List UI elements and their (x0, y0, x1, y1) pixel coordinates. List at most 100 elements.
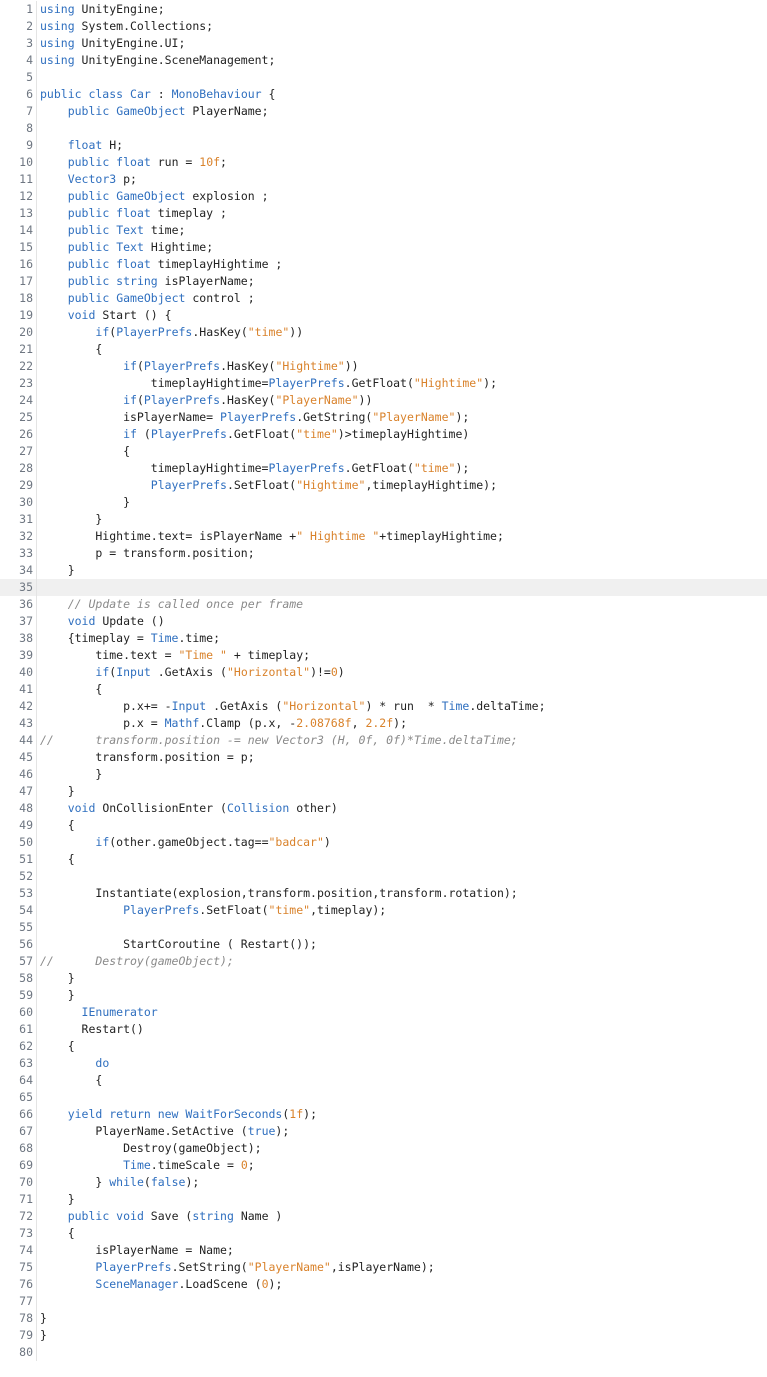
code-line[interactable]: 35 (0, 579, 767, 596)
code-line[interactable]: 9 float H; (0, 137, 767, 154)
code-token: if (95, 665, 110, 679)
code-token: } (40, 784, 75, 798)
code-line[interactable]: 65 (0, 1089, 767, 1106)
code-token: 0 (240, 1158, 248, 1172)
code-text: { (40, 1072, 102, 1089)
code-line[interactable]: 72 public void Save (string Name ) (0, 1208, 767, 1225)
code-line[interactable]: 32 Hightime.text= isPlayerName +" Highti… (0, 528, 767, 545)
code-line[interactable]: 53 Instantiate(explosion,transform.posit… (0, 885, 767, 902)
code-line[interactable]: 31 } (0, 511, 767, 528)
code-line[interactable]: 19 void Start () { (0, 307, 767, 324)
code-line[interactable]: 71 } (0, 1191, 767, 1208)
code-line[interactable]: 30 } (0, 494, 767, 511)
code-line[interactable]: 21 { (0, 341, 767, 358)
line-number: 79 (19, 1328, 33, 1342)
code-line[interactable]: 61 Restart() (0, 1021, 767, 1038)
code-line[interactable]: 67 PlayerName.SetActive (true); (0, 1123, 767, 1140)
code-line[interactable]: 28 timeplayHightime=PlayerPrefs.GetFloat… (0, 460, 767, 477)
code-line[interactable]: 44// transform.position -= new Vector3 (… (0, 732, 767, 749)
code-line[interactable]: 34 } (0, 562, 767, 579)
code-line[interactable]: 80 (0, 1344, 767, 1361)
code-line[interactable]: 52 (0, 868, 767, 885)
code-line[interactable]: 33 p = transform.position; (0, 545, 767, 562)
code-token: ( (136, 359, 144, 373)
line-gutter: 79 (0, 1327, 37, 1344)
code-line[interactable]: 8 (0, 120, 767, 137)
code-line[interactable]: 73 { (0, 1225, 767, 1242)
code-line[interactable]: 23 timeplayHightime=PlayerPrefs.GetFloat… (0, 375, 767, 392)
code-line[interactable]: 77 (0, 1293, 767, 1310)
line-number: 9 (26, 138, 33, 152)
code-line[interactable]: 66 yield return new WaitForSeconds(1f); (0, 1106, 767, 1123)
code-line[interactable]: 37 void Update () (0, 613, 767, 630)
code-line[interactable]: 70 } while(false); (0, 1174, 767, 1191)
code-token: WaitForSeconds (185, 1107, 283, 1121)
code-line[interactable]: 55 (0, 919, 767, 936)
code-line[interactable]: 38 {timeplay = Time.time; (0, 630, 767, 647)
code-line[interactable]: 11 Vector3 p; (0, 171, 767, 188)
code-line[interactable]: 63 do (0, 1055, 767, 1072)
code-line[interactable]: 54 PlayerPrefs.SetFloat("time",timeplay)… (0, 902, 767, 919)
code-token: explosion ; (185, 189, 269, 203)
code-line[interactable]: 27 { (0, 443, 767, 460)
code-text: } (40, 494, 130, 511)
code-line[interactable]: 13 public float timeplay ; (0, 205, 767, 222)
code-line[interactable]: 29 PlayerPrefs.SetFloat("Hightime",timep… (0, 477, 767, 494)
code-line[interactable]: 64 { (0, 1072, 767, 1089)
code-token: (other.gameObject.tag== (109, 835, 269, 849)
code-line[interactable]: 50 if(other.gameObject.tag=="badcar") (0, 834, 767, 851)
code-line[interactable]: 7 public GameObject PlayerName; (0, 103, 767, 120)
code-line[interactable]: 74 isPlayerName = Name; (0, 1242, 767, 1259)
code-token: .time; (178, 631, 221, 645)
code-line[interactable]: 60 IEnumerator (0, 1004, 767, 1021)
code-line[interactable]: 12 public GameObject explosion ; (0, 188, 767, 205)
code-line[interactable]: 42 p.x+= -Input .GetAxis ("Horizontal") … (0, 698, 767, 715)
line-number: 29 (19, 478, 33, 492)
code-text: PlayerPrefs.SetFloat("time",timeplay); (40, 902, 386, 919)
code-line[interactable]: 15 public Text Hightime; (0, 239, 767, 256)
code-line[interactable]: 51 { (0, 851, 767, 868)
code-line[interactable]: 46 } (0, 766, 767, 783)
code-line[interactable]: 76 SceneManager.LoadScene (0); (0, 1276, 767, 1293)
code-token: "Horizontal" (226, 665, 311, 679)
code-line[interactable]: 10 public float run = 10f; (0, 154, 767, 171)
code-token: } (40, 1311, 47, 1325)
code-line[interactable]: 40 if(Input .GetAxis ("Horizontal")!=0) (0, 664, 767, 681)
code-line[interactable]: 56 StartCoroutine ( Restart()); (0, 936, 767, 953)
code-line[interactable]: 26 if (PlayerPrefs.GetFloat("time")>time… (0, 426, 767, 443)
code-line[interactable]: 79} (0, 1327, 767, 1344)
code-line[interactable]: 45 transform.position = p; (0, 749, 767, 766)
code-line[interactable]: 36 // Update is called once per frame (0, 596, 767, 613)
code-line[interactable]: 14 public Text time; (0, 222, 767, 239)
code-line[interactable]: 16 public float timeplayHightime ; (0, 256, 767, 273)
code-line[interactable]: 58 } (0, 970, 767, 987)
code-line[interactable]: 62 { (0, 1038, 767, 1055)
code-line[interactable]: 22 if(PlayerPrefs.HasKey("Hightime")) (0, 358, 767, 375)
code-line[interactable]: 47 } (0, 783, 767, 800)
code-line[interactable]: 17 public string isPlayerName; (0, 273, 767, 290)
code-line[interactable]: 49 { (0, 817, 767, 834)
code-line[interactable]: 25 isPlayerName= PlayerPrefs.GetString("… (0, 409, 767, 426)
code-line[interactable]: 68 Destroy(gameObject); (0, 1140, 767, 1157)
code-line[interactable]: 57// Destroy(gameObject); (0, 953, 767, 970)
code-line[interactable]: 39 time.text = "Time " + timeplay; (0, 647, 767, 664)
code-line[interactable]: 59 } (0, 987, 767, 1004)
code-line[interactable]: 5 (0, 69, 767, 86)
code-line[interactable]: 75 PlayerPrefs.SetString("PlayerName",is… (0, 1259, 767, 1276)
code-line[interactable]: 41 { (0, 681, 767, 698)
code-line[interactable]: 20 if(PlayerPrefs.HasKey("time")) (0, 324, 767, 341)
code-line[interactable]: 24 if(PlayerPrefs.HasKey("PlayerName")) (0, 392, 767, 409)
code-line[interactable]: 43 p.x = Mathf.Clamp (p.x, -2.08768f, 2.… (0, 715, 767, 732)
code-line[interactable]: 18 public GameObject control ; (0, 290, 767, 307)
code-line[interactable]: 69 Time.timeScale = 0; (0, 1157, 767, 1174)
code-text: if(PlayerPrefs.HasKey("PlayerName")) (40, 392, 372, 409)
code-line[interactable]: 48 void OnCollisionEnter (Collision othe… (0, 800, 767, 817)
code-line[interactable]: 78} (0, 1310, 767, 1327)
code-text: // Destroy(gameObject); (40, 953, 234, 970)
